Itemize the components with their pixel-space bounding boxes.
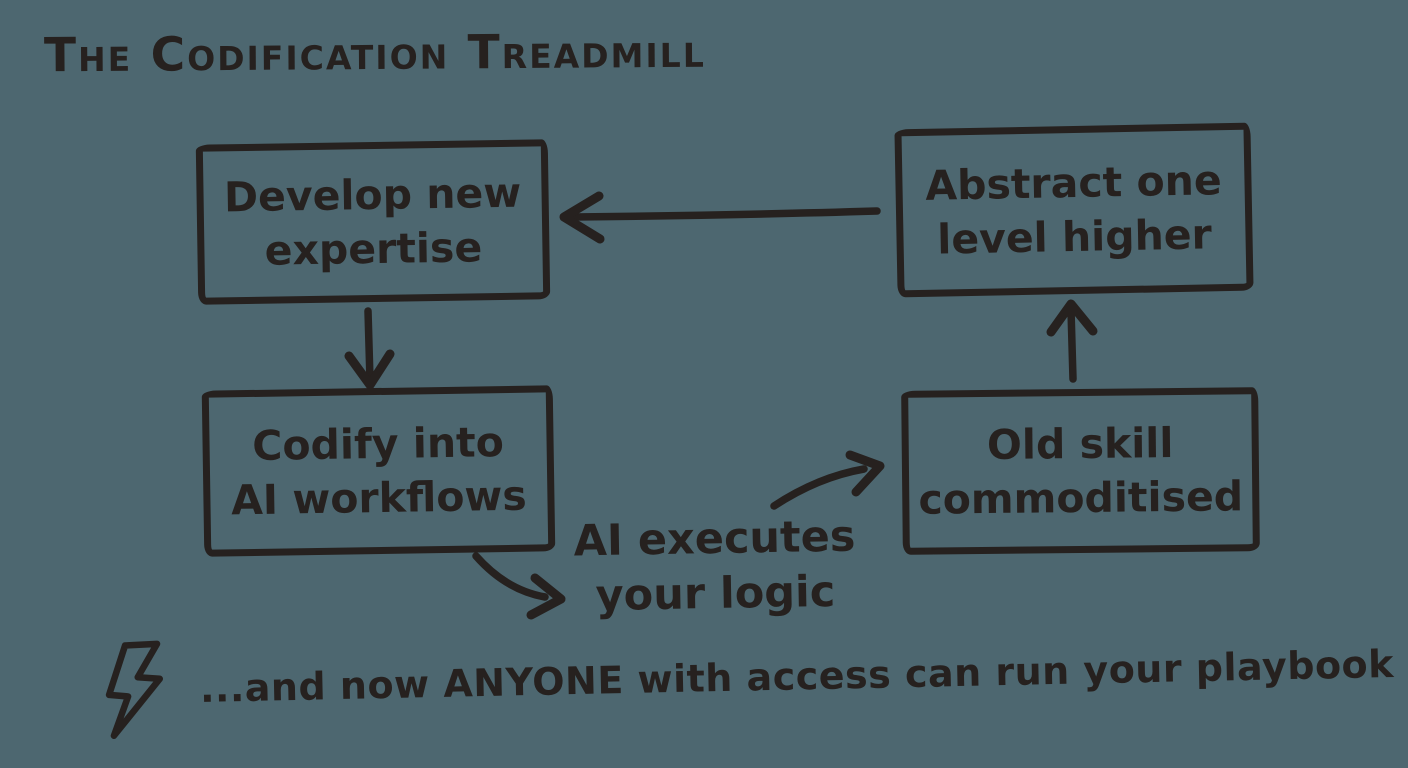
edge-label-line: your logic <box>595 566 836 622</box>
node-label-line: Old skill <box>986 418 1174 469</box>
node-codify-into-ai-workflows: Codify into AI workflows <box>201 385 556 557</box>
diagram-title: The Codification Treadmill <box>43 23 706 84</box>
node-develop-new-expertise: Develop new expertise <box>195 139 551 305</box>
node-label-line: Develop new <box>223 168 522 222</box>
arrow-codify-to-label-icon <box>472 552 566 620</box>
footer-annotation: ...and now ANYONE with access can run yo… <box>101 611 1395 744</box>
footer-text: ...and now ANYONE with access can run yo… <box>199 641 1395 711</box>
arrow-label-to-oldskill-icon <box>770 450 885 510</box>
node-label-line: AI workflows <box>230 471 528 525</box>
node-label-line: level higher <box>936 210 1213 264</box>
edge-label-ai-executes-your-logic: AI executes your logic <box>564 509 866 624</box>
node-old-skill-commoditised: Old skill commoditised <box>901 387 1260 555</box>
arrow-oldskill-to-abstract-icon <box>1046 299 1098 383</box>
node-abstract-one-level-higher: Abstract one level higher <box>894 122 1254 298</box>
lightning-bolt-icon <box>105 640 164 740</box>
edge-label-line: AI executes <box>573 511 856 567</box>
node-label-line: expertise <box>264 223 483 275</box>
node-label-line: Codify into <box>251 417 505 470</box>
node-label-line: commoditised <box>918 472 1244 524</box>
arrow-develop-to-codify-icon <box>344 307 395 390</box>
arrow-abstract-to-develop-icon <box>559 191 881 244</box>
node-label-line: Abstract one <box>924 156 1223 210</box>
